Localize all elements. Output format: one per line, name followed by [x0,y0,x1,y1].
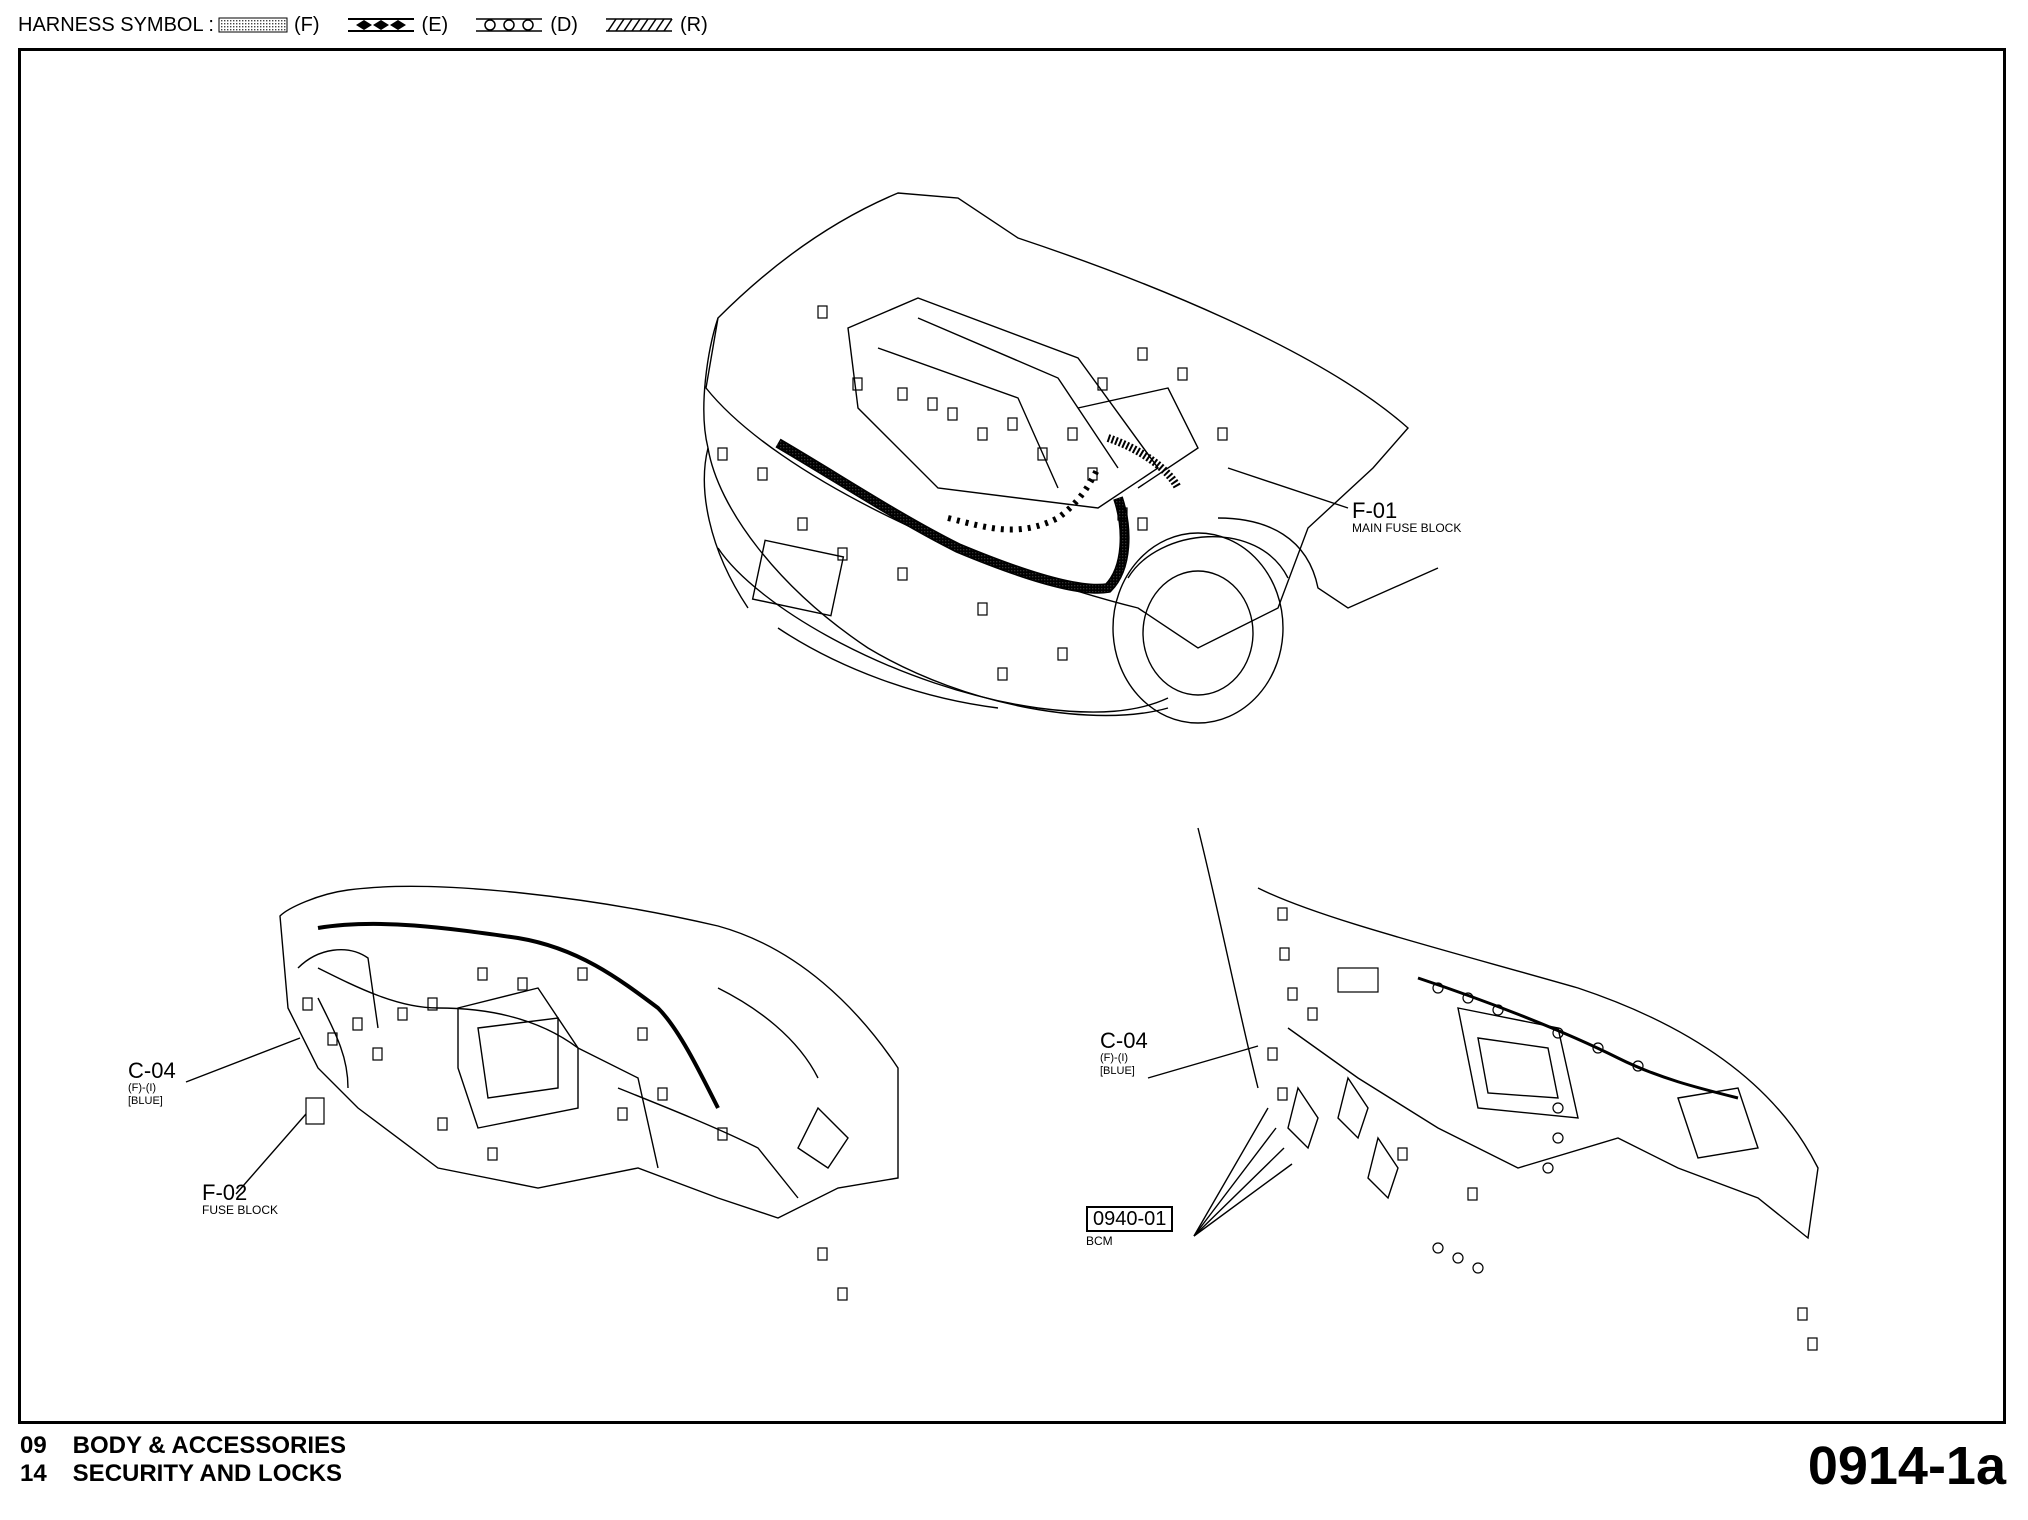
legend-item-r: (R) [600,14,708,37]
callout-code: F-02 [202,1180,248,1205]
legend-item-e: (E) [342,13,449,37]
callout-sub: (F)-(I) [128,1082,157,1094]
callout-desc: BCM [1086,1234,1113,1248]
callout-desc: FUSE BLOCK [202,1203,279,1217]
legend-code-e: (E) [421,13,449,36]
section-line: 09 BODY & ACCESSORIES [20,1432,346,1460]
page-id: 0914-1a [1807,1436,2006,1496]
legend-code-f: (F) [293,13,320,36]
harness-legend: HARNESS SYMBOL : (F) (E) (D) [18,10,730,40]
callout-f02: F-02 FUSE BLOCK [202,1180,279,1217]
callout-f01: F-01 MAIN FUSE BLOCK [1352,498,1462,535]
subsection-label: SECURITY AND LOCKS [72,1460,343,1487]
hatched-harness-symbol-icon [605,18,673,32]
callout-color: [BLUE] [128,1095,163,1107]
dotted-harness-symbol-icon [218,17,288,33]
instrument-panel-left-drawing [185,885,899,1301]
subsection-number: 14 [20,1460,47,1487]
section-label: BODY & ACCESSORIES [72,1432,347,1459]
diamond-harness-symbol-icon [347,18,414,32]
legend-code-r: (R) [679,13,708,36]
legend-item-d: (D) [470,14,578,37]
legend-code-d: (D) [550,13,578,36]
circle-harness-symbol-icon [476,18,543,32]
callout-code: C-04 [1100,1028,1148,1053]
instrument-panel-right-drawing [1147,827,1819,1351]
callout-c04-left: C-04 (F)-(I) [BLUE] [128,1060,176,1108]
legend-item-f: (F) [214,14,320,37]
subsection-line: 14 SECURITY AND LOCKS [20,1460,346,1488]
section-footer: 09 BODY & ACCESSORIES 14 SECURITY AND LO… [20,1432,346,1488]
callout-desc: MAIN FUSE BLOCK [1352,521,1462,535]
callout-c04-right: C-04 (F)-(I) [BLUE] [1100,1030,1148,1078]
callout-sub: (F)-(I) [1100,1052,1129,1064]
section-number: 09 [20,1432,47,1459]
callout-code: F-01 [1352,498,1398,523]
wiring-harness-drawings [185,192,1819,1351]
callout-code: C-04 [128,1058,176,1083]
callout-color: [BLUE] [1100,1065,1135,1077]
callout-bcm: 0940-01 BCM [1086,1206,1174,1248]
engine-compartment-drawing [703,192,1439,724]
callout-code-boxed: 0940-01 [1086,1206,1174,1232]
diagram-frame [18,48,2006,1424]
legend-title: HARNESS SYMBOL : [18,13,214,36]
